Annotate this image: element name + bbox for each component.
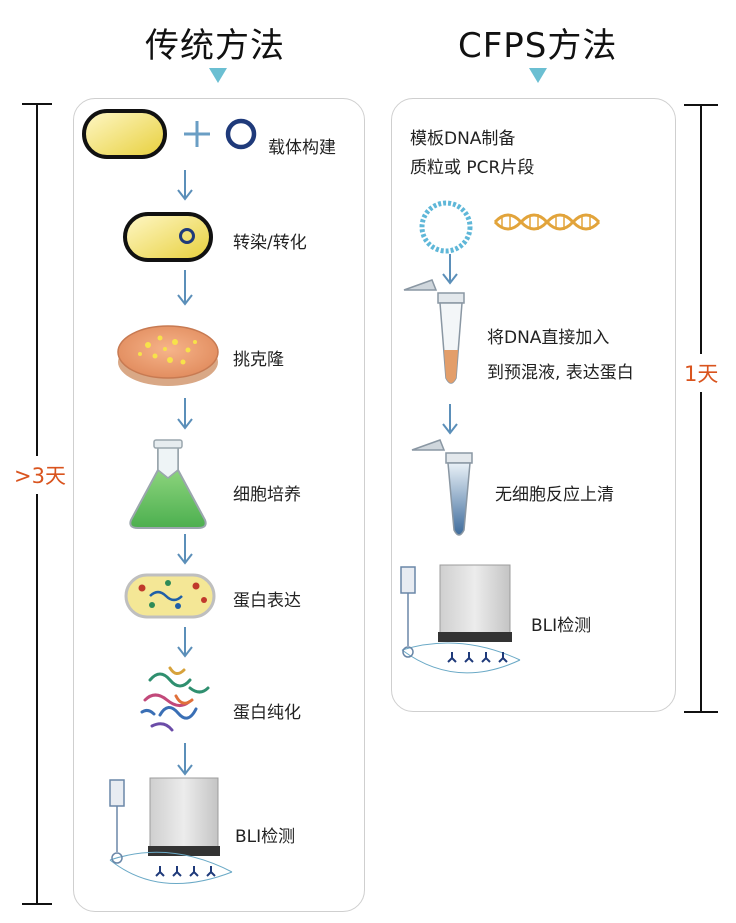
protein-structure-icon xyxy=(140,666,210,732)
cfps-arrows xyxy=(442,254,458,435)
traditional-panel xyxy=(73,98,365,912)
transfected-cell-icon xyxy=(123,212,213,262)
supernatant-tube-icon xyxy=(411,439,473,536)
traditional-bli-sensor-icon xyxy=(109,777,233,885)
step-protein-expression: 蛋白表达 xyxy=(233,591,301,611)
step-supernatant: 无细胞反应上清 xyxy=(495,485,614,505)
traditional-method-title: 传统方法 xyxy=(145,26,285,66)
cfps-panel xyxy=(391,98,676,712)
traditional-duration-bar xyxy=(22,103,52,905)
expression-cell-icon xyxy=(124,573,216,619)
step-vector-build: 载体构建 xyxy=(268,138,336,158)
cfps-bli-sensor-icon xyxy=(400,564,521,674)
plasmid-icon xyxy=(225,118,257,150)
cfps-pointer-icon xyxy=(529,68,547,83)
reaction-tube-icon xyxy=(403,279,465,384)
pcr-fragment-icon xyxy=(493,213,601,231)
flask-icon xyxy=(129,439,207,529)
step-cell-culture: 细胞培养 xyxy=(233,485,301,505)
petri-dish-icon xyxy=(117,325,219,386)
step-cfps-bli: BLI检测 xyxy=(531,616,592,636)
cfps-method-title: CFPS方法 xyxy=(458,26,618,66)
traditional-duration-label: >3天 xyxy=(12,456,68,494)
traditional-pointer-icon xyxy=(209,68,227,83)
plus-icon xyxy=(184,121,210,147)
traditional-arrows xyxy=(177,170,193,776)
step-add-dna: 将DNA直接加入 xyxy=(487,328,610,348)
cfps-duration-bar xyxy=(684,104,718,713)
bacterium-icon xyxy=(82,109,167,159)
step-express-protein: 到预混液, 表达蛋白 xyxy=(487,363,634,383)
step-traditional-bli: BLI检测 xyxy=(235,827,296,847)
step-pick-colony: 挑克隆 xyxy=(233,350,284,370)
step-template-prep: 模板DNA制备 xyxy=(410,129,516,149)
step-protein-purification: 蛋白纯化 xyxy=(233,703,301,723)
step-transfect: 转染/转化 xyxy=(233,233,307,253)
cfps-duration-label: 1天 xyxy=(682,354,721,392)
plasmid-dna-icon xyxy=(419,200,473,254)
step-template-source: 质粒或 PCR片段 xyxy=(410,158,535,178)
